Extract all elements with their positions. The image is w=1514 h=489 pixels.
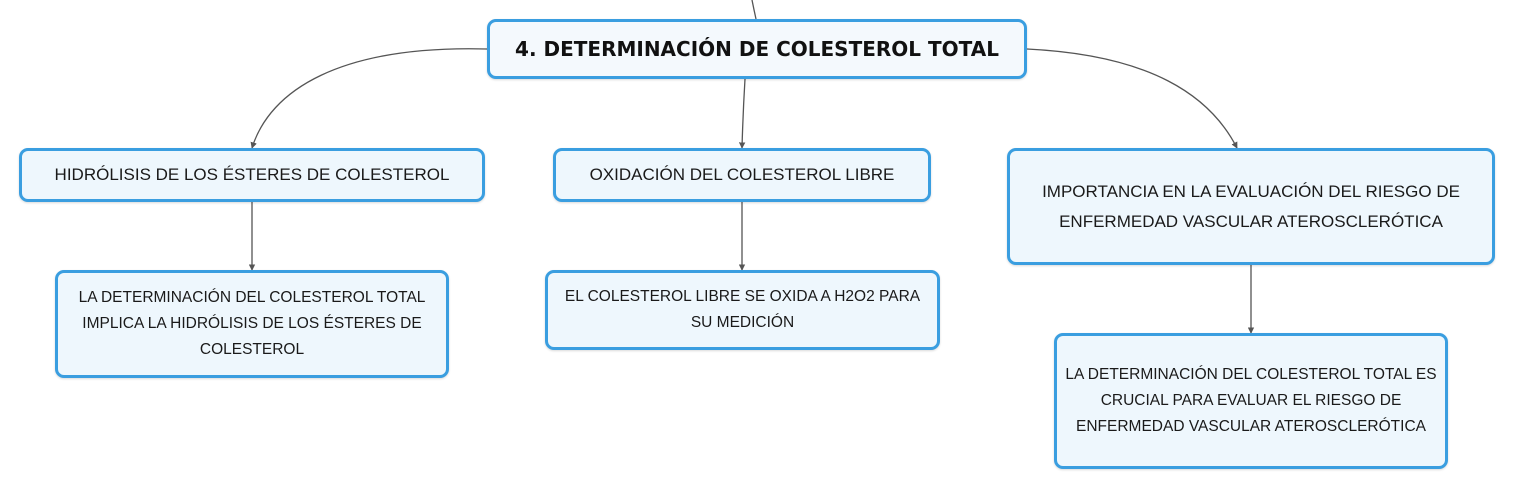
connector-root-importancia — [1026, 48, 1238, 149]
topic-importancia-label: IMPORTANCIA EN LA EVALUACIÓN DEL RIESGO … — [1042, 181, 1460, 231]
root-topic[interactable]: 4. DETERMINACIÓN DE COLESTEROL TOTAL — [487, 19, 1027, 79]
topic-importancia[interactable]: IMPORTANCIA EN LA EVALUACIÓN DEL RIESGO … — [1007, 148, 1495, 265]
subtopic-importancia-detail[interactable]: LA DETERMINACIÓN DEL COLESTEROL TOTAL ES… — [1054, 333, 1448, 469]
subtopic-hidrolisis-detail[interactable]: LA DETERMINACIÓN DEL COLESTEROL TOTAL IM… — [55, 270, 449, 378]
connector-root-oxidacion — [738, 78, 746, 149]
connector-incoming — [751, 0, 757, 20]
topic-hidrolisis-label: HIDRÓLISIS DE LOS ÉSTERES DE COLESTEROL — [54, 165, 450, 184]
subtopic-importancia-detail-label: LA DETERMINACIÓN DEL COLESTEROL TOTAL ES… — [1065, 366, 1437, 435]
subtopic-oxidacion-detail[interactable]: EL COLESTEROL LIBRE SE OXIDA A H2O2 PARA… — [545, 270, 940, 350]
topic-hidrolisis[interactable]: HIDRÓLISIS DE LOS ÉSTERES DE COLESTEROL — [19, 148, 485, 202]
root-topic-label: 4. DETERMINACIÓN DE COLESTEROL TOTAL — [515, 37, 999, 61]
subtopic-oxidacion-detail-label: EL COLESTEROL LIBRE SE OXIDA A H2O2 PARA… — [564, 288, 921, 331]
connector-root-hidrolisis — [250, 48, 488, 149]
topic-oxidacion-label: OXIDACIÓN DEL COLESTEROL LIBRE — [589, 165, 895, 184]
topic-oxidacion[interactable]: OXIDACIÓN DEL COLESTEROL LIBRE — [553, 148, 931, 202]
subtopic-hidrolisis-detail-label: LA DETERMINACIÓN DEL COLESTEROL TOTAL IM… — [78, 289, 426, 358]
